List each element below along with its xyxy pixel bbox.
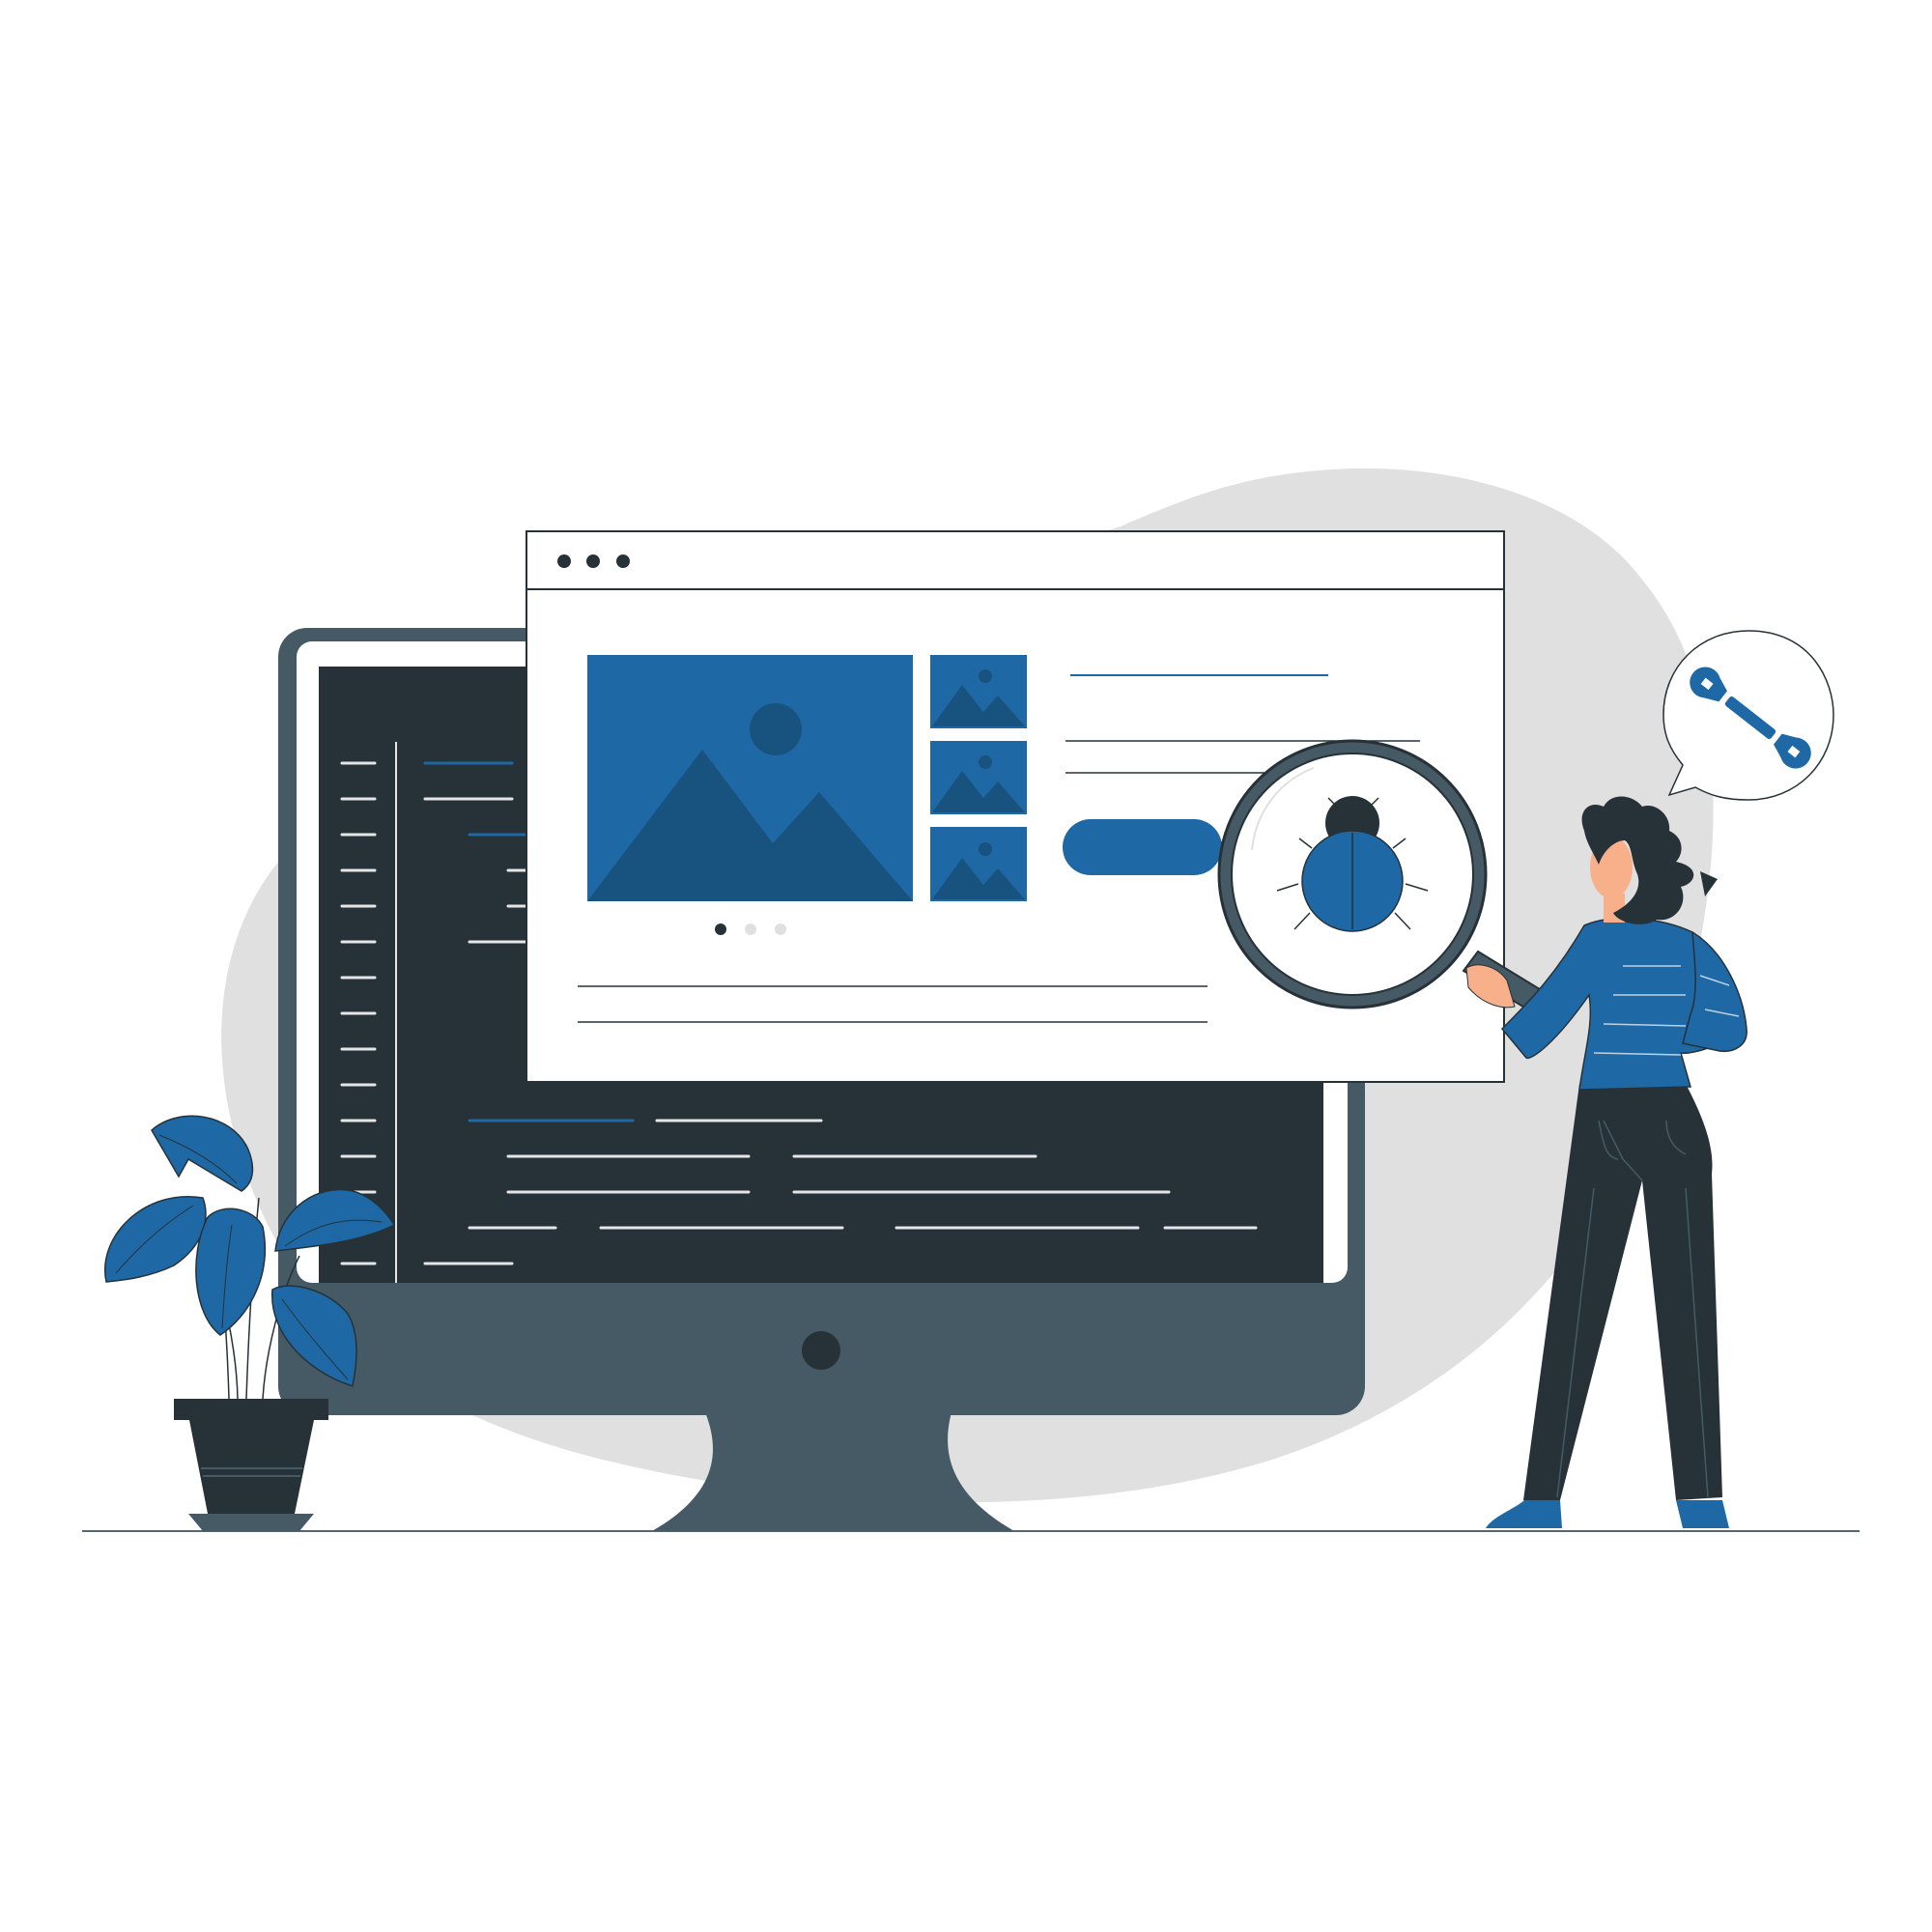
person xyxy=(1465,796,1747,1528)
person-hair-tip xyxy=(1700,871,1718,896)
plant-icon xyxy=(104,1115,396,1531)
window-dot-maximize[interactable] xyxy=(616,554,630,568)
wrench-icon xyxy=(1690,667,1811,769)
person-hair xyxy=(1581,796,1694,924)
carousel-dot-2[interactable] xyxy=(745,923,756,935)
thumbnail-1-sun-icon xyxy=(979,669,992,683)
thumbnail-2-mountain-icon xyxy=(932,771,1025,812)
carousel-dots[interactable] xyxy=(715,923,786,935)
leaf-veins xyxy=(115,1134,383,1380)
leaf-2 xyxy=(104,1196,207,1283)
pot-rim xyxy=(174,1399,328,1420)
person-hand xyxy=(1465,964,1516,1009)
window-dot-close[interactable] xyxy=(557,554,571,568)
thumbnail-1[interactable] xyxy=(930,655,1027,728)
leaf-4 xyxy=(274,1188,396,1252)
monitor-power-icon xyxy=(802,1331,840,1370)
thumbnail-2-sun-icon xyxy=(979,755,992,769)
leaf-3 xyxy=(195,1208,267,1336)
right-shoe xyxy=(1676,1500,1729,1528)
leaf-5 xyxy=(271,1285,357,1387)
trouser-seams xyxy=(1556,1120,1709,1498)
carousel-dot-1[interactable] xyxy=(715,923,726,935)
bug-icon xyxy=(1276,796,1429,932)
cta-button[interactable] xyxy=(1063,819,1222,875)
thumbnail-3-sun-icon xyxy=(979,842,992,856)
left-shoe xyxy=(1486,1500,1562,1528)
leaf-1 xyxy=(151,1115,254,1192)
person-trousers xyxy=(1523,1084,1722,1500)
pot-body xyxy=(189,1420,314,1514)
hero-image[interactable] xyxy=(587,655,913,901)
carousel-dot-3[interactable] xyxy=(775,923,786,935)
speech-bubble xyxy=(1662,630,1834,801)
sweater-stripes xyxy=(1593,965,1740,1056)
hero-sun-icon xyxy=(750,703,802,755)
monitor-stand xyxy=(652,1412,1014,1531)
magnifier-glare xyxy=(1251,767,1315,851)
window-dot-minimize[interactable] xyxy=(586,554,600,568)
thumbnail-1-mountain-icon xyxy=(932,685,1025,726)
hero-mountain-icon xyxy=(587,750,913,901)
magnifying-glass-icon xyxy=(1217,739,1567,1028)
thumbnail-3-mountain-icon xyxy=(932,858,1025,899)
thumbnail-3[interactable] xyxy=(930,827,1027,901)
person-back-arm xyxy=(1682,930,1747,1053)
thumbnail-2[interactable] xyxy=(930,741,1027,814)
pot-base xyxy=(188,1514,314,1531)
